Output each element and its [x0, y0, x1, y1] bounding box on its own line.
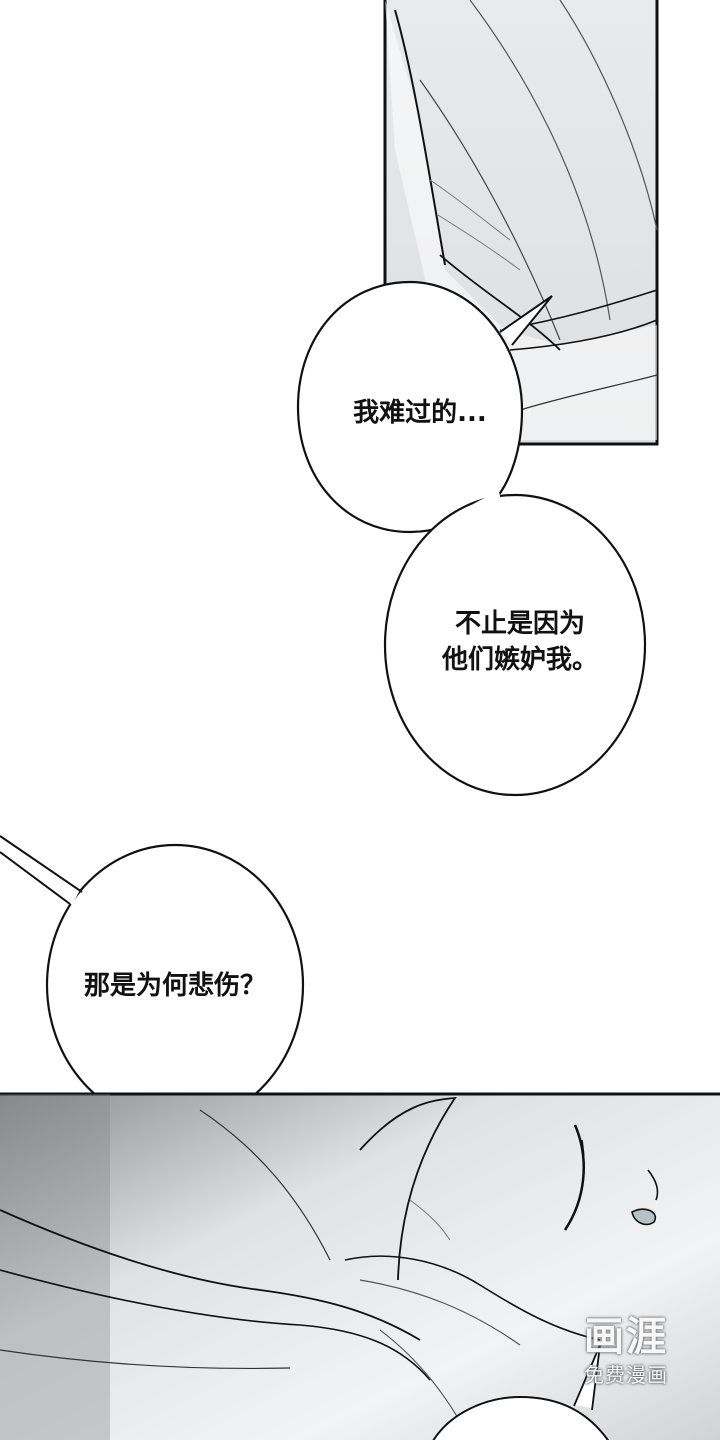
- bubble-2-line-1: 不止是因为: [454, 609, 585, 639]
- speech-bubble-1-text: 我难过的...: [330, 395, 510, 431]
- site-watermark: 画涯 免费漫画: [566, 1312, 686, 1388]
- bubble-3-line-1: 那是为何悲伤？: [83, 971, 266, 1001]
- bubble-1-line-1: 我难过的...: [353, 398, 487, 428]
- watermark-logo: 画涯: [584, 1314, 668, 1360]
- bubble-2-line-2: 他们嫉妒我。: [441, 645, 598, 675]
- speech-bubble-4: [432, 1395, 610, 1440]
- speech-bubble-2: [383, 493, 647, 797]
- bottom-panel: [0, 1092, 720, 1440]
- speech-bubble-2-text: 不止是因为 他们嫉妒我。: [430, 606, 610, 678]
- watermark-subtitle: 免费漫画: [584, 1363, 668, 1387]
- speech-bubble-3-text: 那是为何悲伤？: [75, 968, 275, 1004]
